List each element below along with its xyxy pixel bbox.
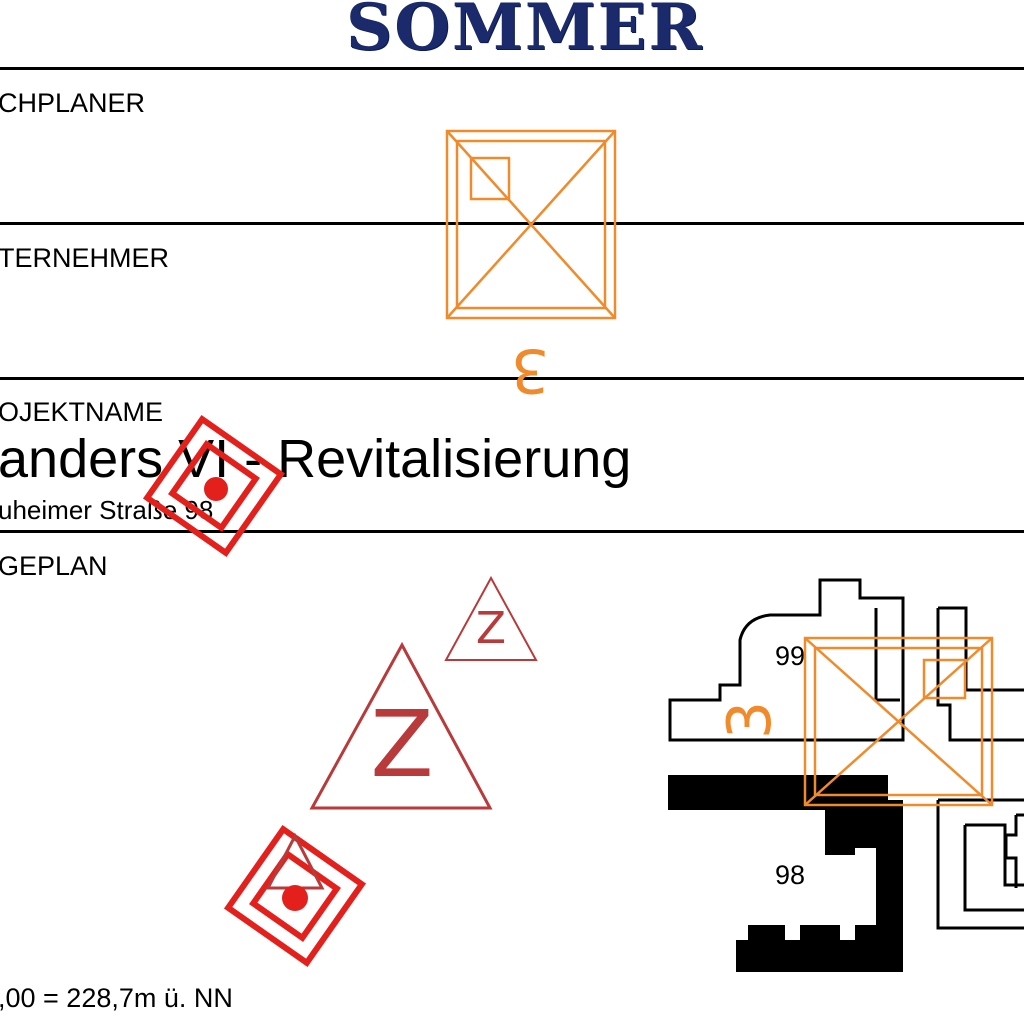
site-plan-outlines bbox=[668, 578, 1024, 930]
lageplan-label: GEPLAN bbox=[0, 551, 108, 581]
projektname-label: OJEKTNAME bbox=[0, 397, 164, 427]
building-99-label: 99 bbox=[775, 641, 806, 671]
fachplaner-label: CHPLANER bbox=[0, 88, 146, 118]
orange-numeral-upper: 3 bbox=[511, 335, 549, 405]
building-98-solid bbox=[668, 775, 903, 972]
building-east-inner bbox=[936, 608, 1024, 742]
project-title: anders VI - Revitalisierung bbox=[0, 429, 632, 489]
triangle-z-small: Z bbox=[444, 575, 538, 661]
orange-numeral-lower: 3 bbox=[715, 701, 785, 739]
orange-x-box-lower bbox=[803, 636, 994, 807]
height-reference: ,00 = 228,7m ü. NN bbox=[0, 983, 233, 1013]
triangle-z-small-letter: Z bbox=[476, 603, 506, 654]
divider-projektname bbox=[0, 530, 1024, 533]
unternehmer-label: TERNEHMER bbox=[0, 243, 170, 273]
building-far-east bbox=[1004, 813, 1024, 888]
divider-top bbox=[0, 67, 1024, 70]
building-southeast-outline bbox=[936, 798, 1024, 930]
orange-x-box-upper bbox=[445, 129, 617, 320]
divider-fachplaner bbox=[0, 222, 1024, 225]
building-99-inner-wall bbox=[874, 608, 900, 702]
building-99-outline bbox=[668, 578, 905, 742]
red-target-marker-upper bbox=[142, 414, 286, 558]
building-98-label: 98 bbox=[775, 860, 806, 890]
triangle-z-large-letter: Z bbox=[370, 691, 433, 798]
divider-unternehmer bbox=[0, 377, 1024, 380]
red-target-marker-lower bbox=[223, 824, 367, 968]
company-logo: SOMMER bbox=[346, 0, 704, 65]
triangle-z-large: Z bbox=[309, 641, 493, 810]
